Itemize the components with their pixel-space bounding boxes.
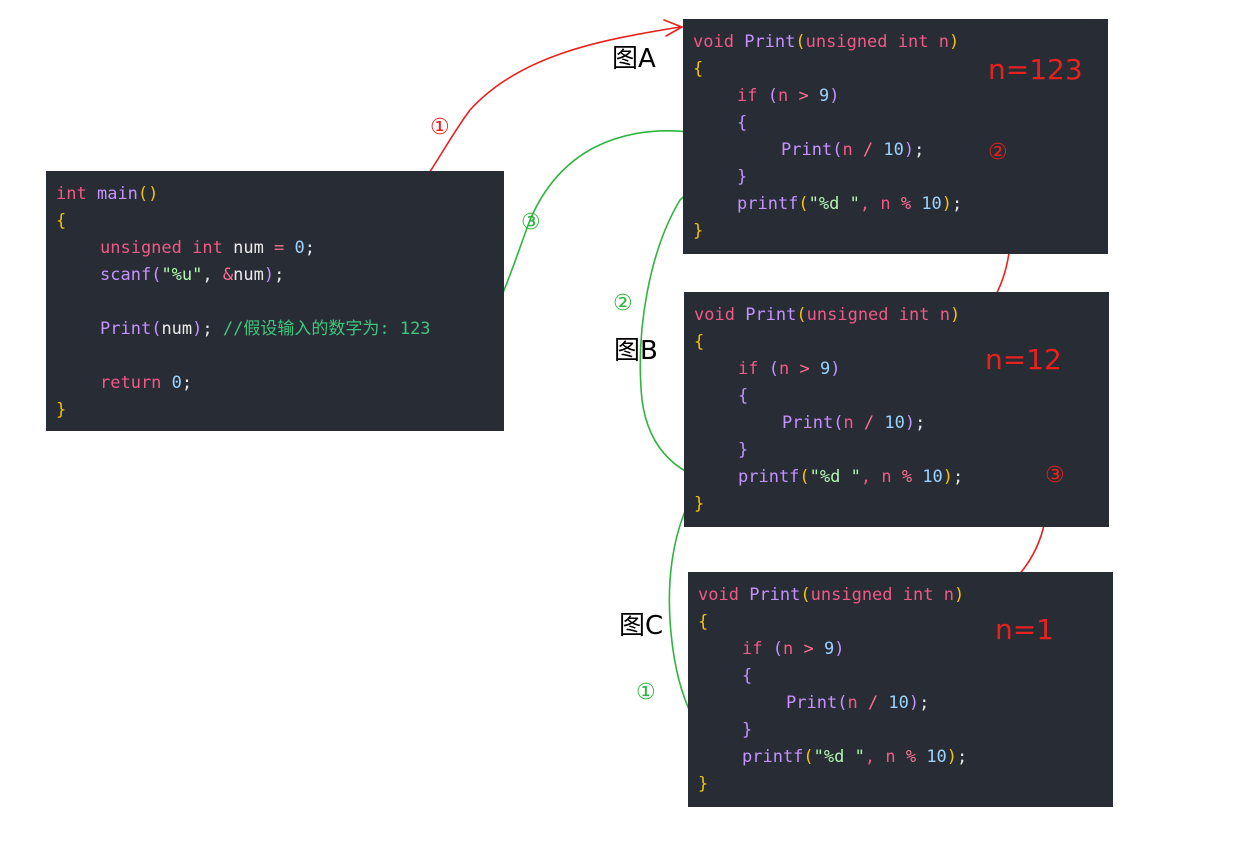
main-function-code-panel: int main() { unsigned int num = 0; scanf… [46,171,504,431]
red-arrowhead-1 [663,19,684,37]
code-line: scanf("%u", &num); [100,265,285,285]
code-line: unsigned int num = 0; [100,238,316,258]
code-line: { [693,59,704,79]
n-value-c: n=1 [995,613,1055,646]
code-line: } [698,774,709,794]
code-line: int main() [56,184,159,204]
code-comment: //假设输入的数字为: 123 [222,319,431,339]
green-step-1: ① [636,680,656,705]
code-line: printf("%d ", n % 10); [742,747,968,767]
code-line: { [742,666,753,686]
code-line: { [698,612,709,632]
code-line: } [738,440,749,460]
code-line: Print(num); //假设输入的数字为: 123 [100,319,431,339]
code-line: { [56,211,67,231]
red-step-2: ② [988,140,1008,165]
green-step-3: ③ [521,210,541,235]
code-line: } [694,494,705,514]
code-line: Print(n / 10); [782,413,926,433]
code-line: printf("%d ", n % 10); [737,194,963,214]
print-function-panel-a: void Print(unsigned int n) { if (n > 9) … [683,19,1108,254]
code-line: if (n > 9) [737,86,840,106]
code-line: Print(n / 10); [781,140,925,160]
code-line: } [693,221,704,241]
code-line: void Print(unsigned int n) [698,585,965,605]
code-line: void Print(unsigned int n) [693,32,960,52]
n-value-a: n=123 [988,53,1083,86]
code-line: printf("%d ", n % 10); [738,467,964,487]
n-value-b: n=12 [985,343,1062,376]
code-line: return 0; [100,373,193,393]
red-step-3: ③ [1045,463,1065,488]
figure-label-b: 图B [614,336,658,366]
code-line: void Print(unsigned int n) [694,305,961,325]
code-line: Print(n / 10); [786,693,930,713]
figure-label-a: 图A [612,44,656,74]
code-line [56,343,494,370]
code-line: if (n > 9) [738,359,841,379]
print-function-panel-c: void Print(unsigned int n) { if (n > 9) … [688,572,1113,807]
green-step-2: ② [613,291,633,316]
code-line: { [737,113,748,133]
print-function-panel-b: void Print(unsigned int n) { if (n > 9) … [684,292,1109,527]
figure-label-c: 图C [619,611,664,641]
code-line: } [56,400,67,420]
code-line: { [694,332,705,352]
code-line: { [738,386,749,406]
code-line: if (n > 9) [742,639,845,659]
code-line: } [742,720,753,740]
red-step-1: ① [430,115,450,140]
code-line: } [737,167,748,187]
code-line [56,289,494,316]
